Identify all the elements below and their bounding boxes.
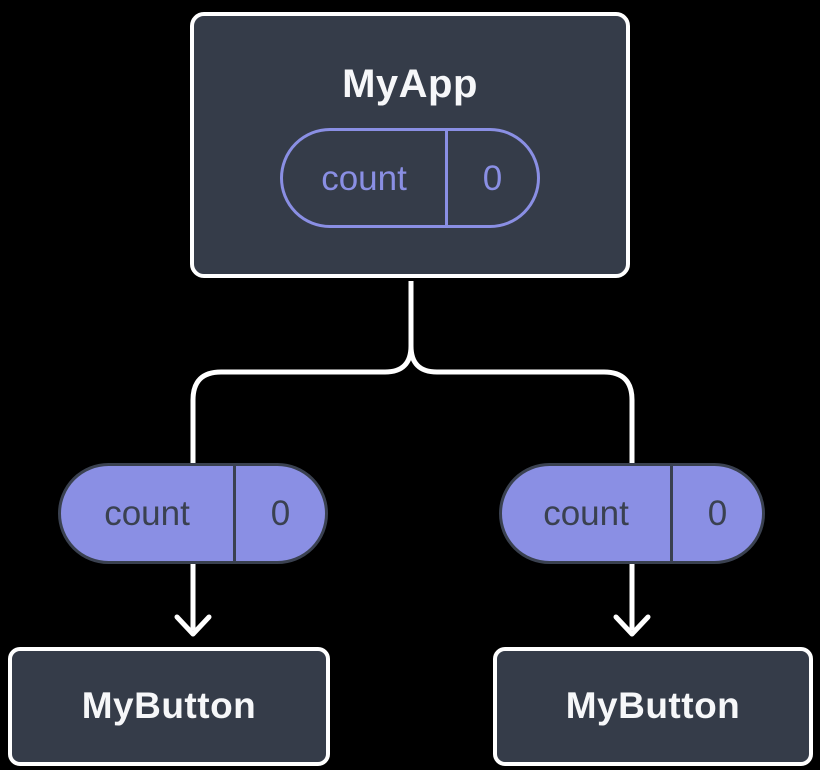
state-pill-myapp: count 0 [280,128,540,228]
component-title-mybutton-left: MyButton [81,685,257,727]
component-node-myapp: MyApp count 0 [190,12,630,278]
prop-pill-right: count 0 [499,463,765,564]
branch-line-right [408,281,635,464]
component-title-mybutton-right: MyButton [565,685,741,727]
state-name-label: count [321,158,407,198]
state-value-label: 0 [445,131,537,225]
arrow-head-left-icon [174,614,212,637]
prop-name-label: count [104,494,190,533]
component-node-mybutton-right: MyButton [493,647,813,766]
component-node-mybutton-left: MyButton [8,647,330,766]
prop-value-label: 0 [670,466,762,561]
component-title-myapp: MyApp [342,62,478,106]
prop-pill-left: count 0 [58,463,328,564]
arrow-head-right-icon [613,614,651,637]
prop-value-label: 0 [233,466,325,561]
branch-line-left [190,281,414,464]
prop-name-label: count [543,494,629,533]
